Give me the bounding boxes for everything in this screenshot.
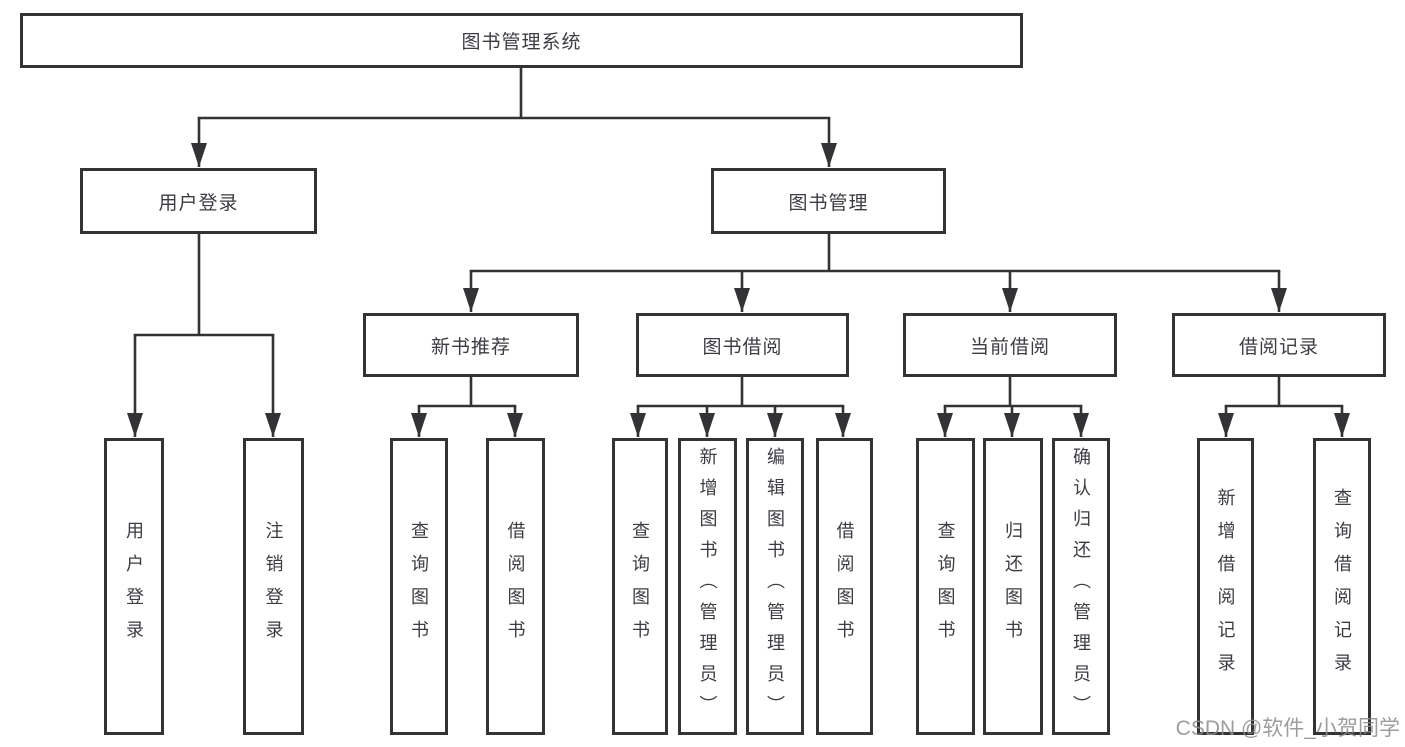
node-current-borrow-label: 当前借阅 (969, 336, 1050, 358)
csdn-watermark: CSDN @软件_小贺同学 (1175, 717, 1400, 740)
node-user-login: 用户登录 (80, 168, 317, 234)
node-borrow-records-label: 借阅记录 (1238, 336, 1319, 358)
leaf-cb-query-books-label: 查询图书 (935, 520, 956, 653)
leaf-cb-confirm-return-admin: 确认归还（管理员） (1052, 438, 1110, 735)
node-new-book-rec-label: 新书推荐 (430, 336, 511, 358)
connector-root-to-level2 (191, 66, 837, 167)
connector-book-borrow-branch (630, 375, 851, 437)
leaf-bb-edit-books-admin-label: 编辑图书（管理员） (765, 447, 785, 726)
leaf-bb-add-books-admin-label: 新增图书（管理员） (697, 447, 718, 726)
leaf-cb-confirm-return-admin-label: 确认归还（管理员） (1071, 447, 1091, 726)
leaf-br-query-record-label: 查询借阅记录 (1332, 487, 1352, 686)
leaf-bb-edit-books-admin: 编辑图书（管理员） (746, 438, 804, 735)
node-user-login-label: 用户登录 (158, 192, 239, 214)
node-new-book-rec: 新书推荐 (363, 313, 579, 377)
leaf-cb-query-books: 查询图书 (916, 438, 975, 735)
connector-user-login-branch (127, 232, 281, 437)
node-book-borrow: 图书借阅 (636, 313, 849, 377)
leaf-bb-borrow-books-label: 借阅图书 (834, 520, 855, 653)
node-book-mgmt-label: 图书管理 (788, 192, 869, 214)
leaf-bb-add-books-admin: 新增图书（管理员） (678, 438, 737, 735)
node-current-borrow: 当前借阅 (903, 313, 1117, 377)
leaf-br-query-record: 查询借阅记录 (1313, 438, 1371, 735)
node-book-mgmt: 图书管理 (711, 168, 946, 234)
leaf-nbr-query-books: 查询图书 (390, 438, 448, 735)
connector-new-book-rec-branch (411, 375, 523, 437)
leaf-nbr-borrow-books: 借阅图书 (486, 438, 545, 735)
connector-borrow-records-branch (1218, 375, 1350, 437)
leaf-cb-return-books-label: 归还图书 (1003, 520, 1023, 653)
leaf-bb-borrow-books: 借阅图书 (816, 438, 873, 735)
leaf-user-login: 用户登录 (104, 438, 164, 735)
leaf-nbr-borrow-books-label: 借阅图书 (505, 520, 526, 653)
node-root: 图书管理系统 (20, 13, 1023, 68)
connector-book-mgmt-branch (463, 232, 1287, 312)
leaf-nbr-query-books-label: 查询图书 (409, 520, 429, 653)
leaf-bb-query-books: 查询图书 (612, 438, 668, 735)
leaf-user-login-label: 用户登录 (124, 520, 144, 653)
node-root-label: 图书管理系统 (461, 32, 582, 53)
node-book-borrow-label: 图书借阅 (702, 336, 783, 358)
leaf-cb-return-books: 归还图书 (983, 438, 1043, 735)
node-borrow-records: 借阅记录 (1172, 313, 1386, 377)
leaf-br-add-record: 新增借阅记录 (1197, 438, 1254, 735)
leaf-logout: 注销登录 (243, 438, 304, 735)
leaf-br-add-record-label: 新增借阅记录 (1215, 487, 1236, 686)
leaf-bb-query-books-label: 查询图书 (630, 520, 650, 653)
leaf-logout-label: 注销登录 (263, 520, 284, 653)
connector-current-borrow-branch (937, 375, 1089, 437)
